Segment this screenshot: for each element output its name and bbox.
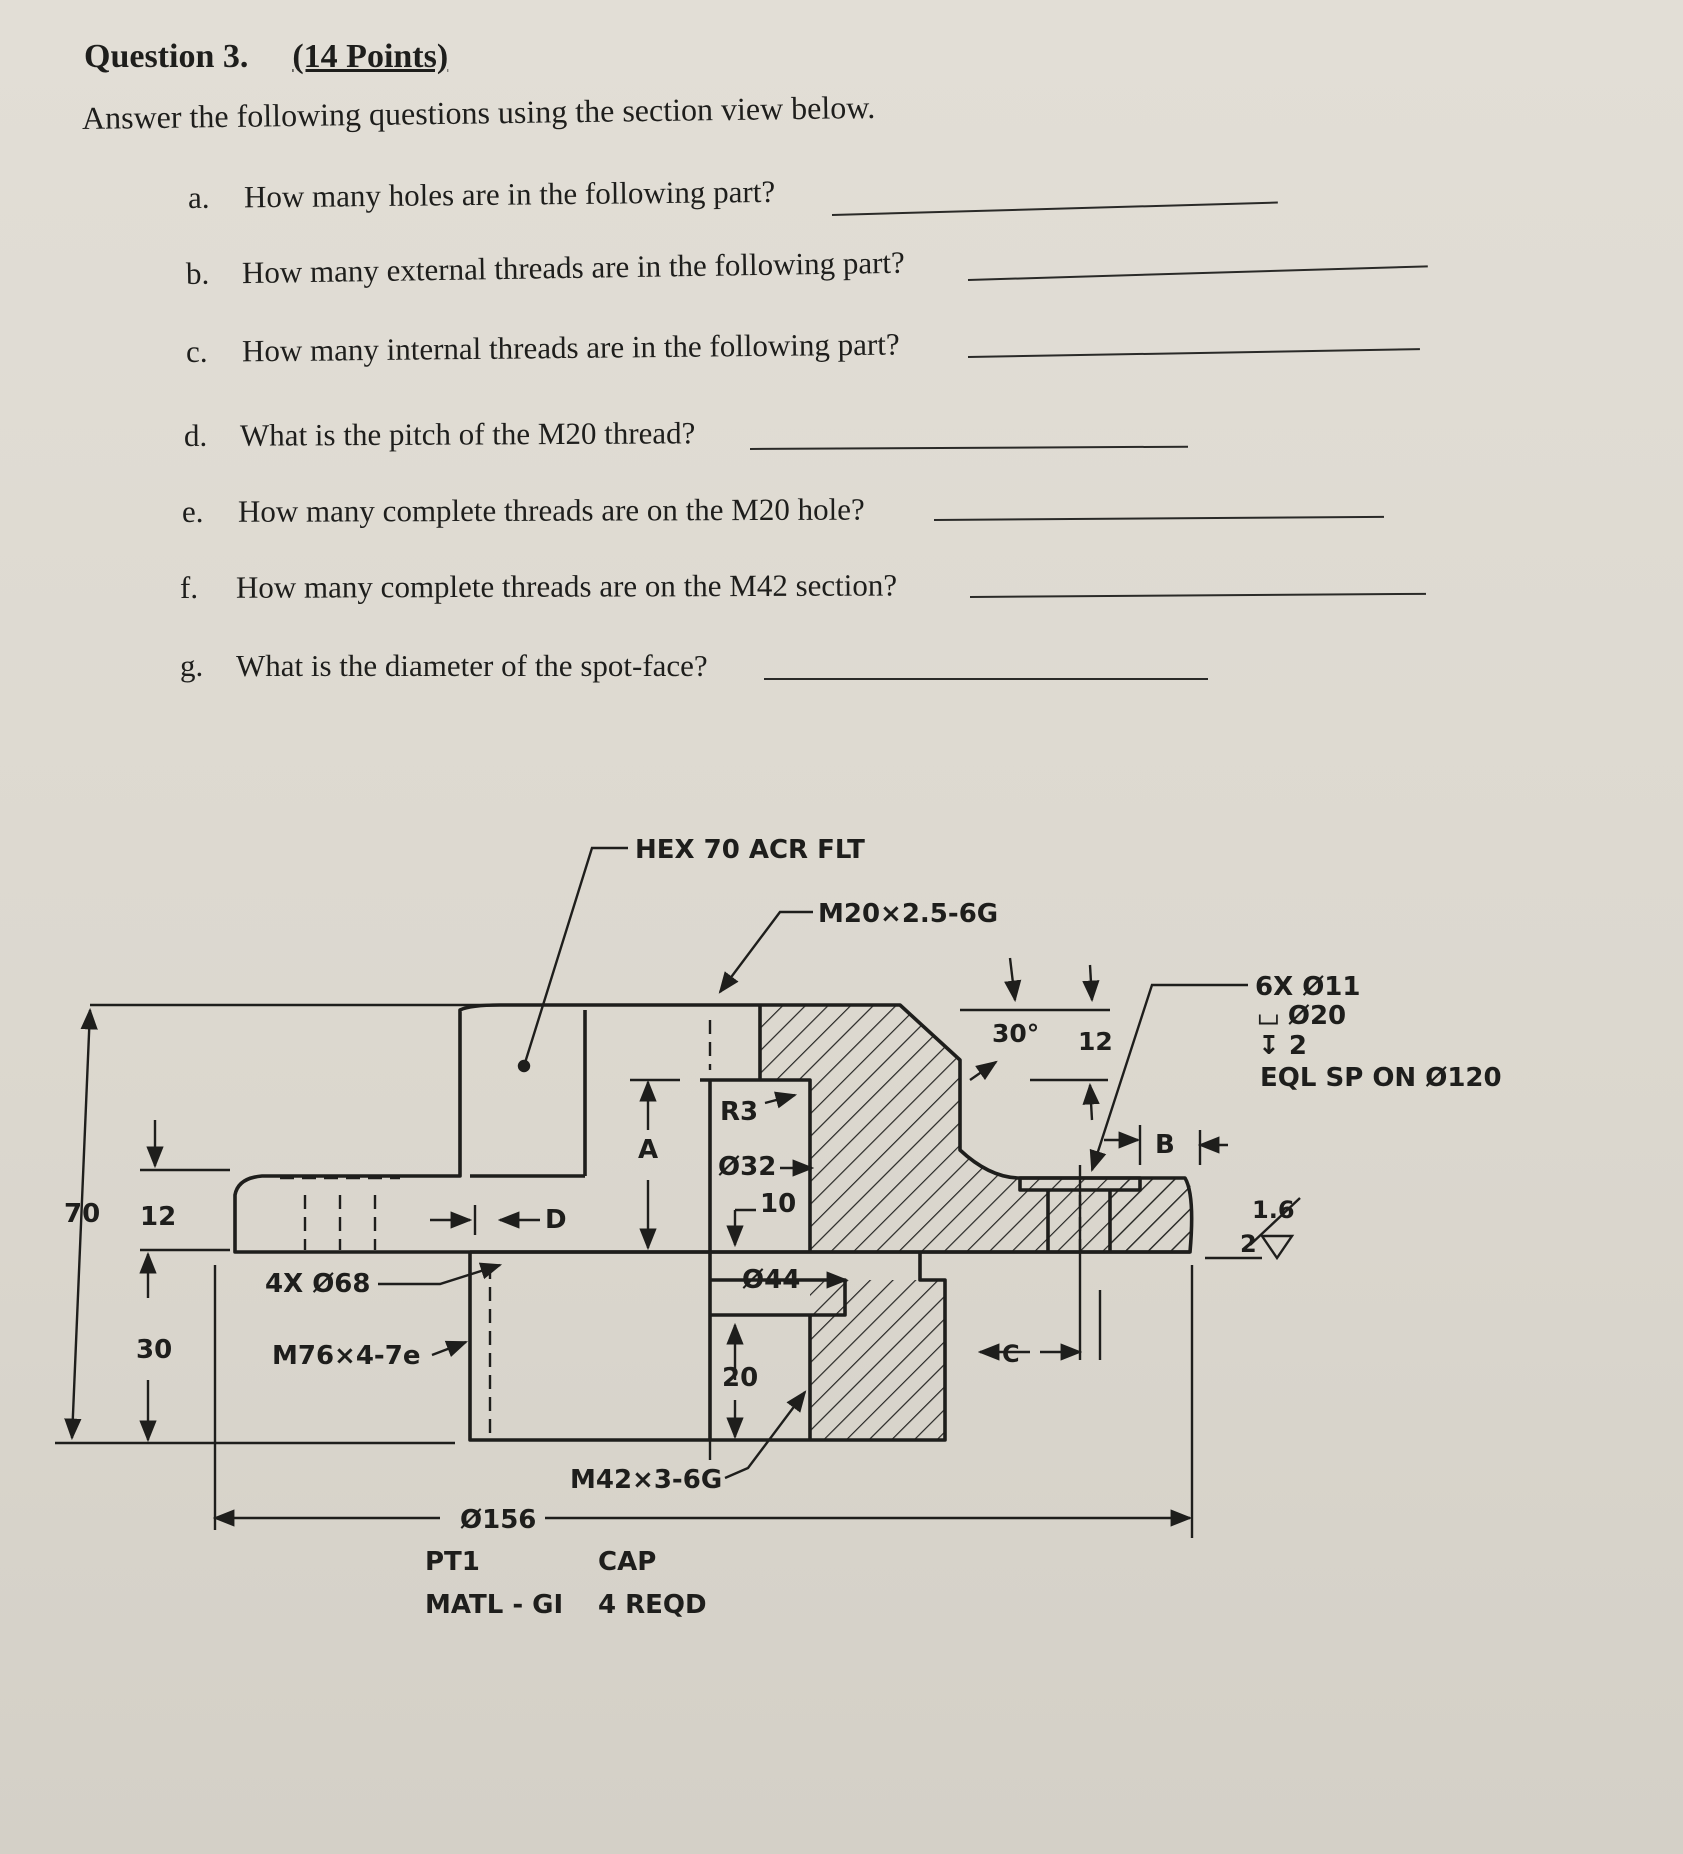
section-hatch-flange xyxy=(1110,1178,1191,1252)
title-quantity: 4 REQD xyxy=(598,1590,707,1620)
answer-line-g[interactable] xyxy=(764,678,1208,680)
question-letter: f. xyxy=(179,569,199,605)
answer-line-c[interactable] xyxy=(967,348,1420,358)
question-e: e. How many complete threads are on the M… xyxy=(182,492,865,530)
question-f: f. How many complete threads are on the M… xyxy=(180,567,897,606)
hole-note-counterbore: ⌴ Ø20 xyxy=(1258,1001,1346,1031)
leader-lines xyxy=(378,846,1301,1480)
section-view-drawing: HEX 70 ACR FLT M20×2.5-6G 6X Ø11 ⌴ Ø20 ↧… xyxy=(55,835,1502,1620)
question-text: How many external threads are in the fol… xyxy=(241,244,906,291)
dim-r3: R3 xyxy=(720,1097,758,1127)
answer-line-f[interactable] xyxy=(969,592,1426,598)
question-heading: Question 3. (14 Points) xyxy=(84,38,448,76)
answer-line-b[interactable] xyxy=(967,265,1428,281)
title-part-name: CAP xyxy=(598,1547,656,1577)
thread-m42: M42×3-6G xyxy=(570,1465,722,1495)
surface-finish-sub: 2 xyxy=(1240,1230,1257,1258)
dim-12-left: 12 xyxy=(140,1202,176,1232)
cap-upper-body xyxy=(233,1003,1194,1254)
question-letter: e. xyxy=(181,493,204,529)
points-label: (14 Points) xyxy=(292,38,449,75)
dim-32: Ø32 xyxy=(718,1152,776,1182)
dim-12-right: 12 xyxy=(1078,1027,1113,1056)
surface-finish-value: 1.6 xyxy=(1252,1196,1295,1224)
question-label: Question 3. xyxy=(84,38,249,75)
answer-line-a[interactable] xyxy=(831,201,1278,216)
hole-note-count: 6X Ø11 xyxy=(1255,972,1360,1002)
hex-note: HEX 70 ACR FLT xyxy=(635,835,865,865)
section-hatch-lower xyxy=(810,1280,945,1440)
question-letter: a. xyxy=(187,179,210,215)
question-text: How many internal threads are in the fol… xyxy=(241,326,900,369)
dim-a: A xyxy=(638,1135,658,1165)
question-letter: c. xyxy=(185,333,208,369)
dim-d: D xyxy=(545,1205,567,1235)
question-letter: b. xyxy=(185,255,210,291)
instructions: Answer the following questions using the… xyxy=(81,88,876,136)
dim-4x-68: 4X Ø68 xyxy=(265,1269,370,1299)
part-outline xyxy=(233,1003,1194,1442)
dim-c: C xyxy=(1002,1340,1020,1368)
hole-note-spacing: EQL SP ON Ø120 xyxy=(1260,1063,1502,1093)
dimension-lines xyxy=(55,957,1262,1538)
hex-flat xyxy=(470,1010,587,1178)
dim-44: Ø44 xyxy=(742,1265,800,1295)
chamfer-angle: 30° xyxy=(992,1019,1039,1048)
question-letter: d. xyxy=(183,417,208,453)
m20-thread-note: M20×2.5-6G xyxy=(818,899,998,929)
answer-line-e[interactable] xyxy=(933,515,1384,521)
question-c: c. How many internal threads are in the f… xyxy=(186,327,900,370)
dim-10: 10 xyxy=(760,1189,796,1219)
counterbore-hole xyxy=(1018,1176,1142,1252)
dim-156: Ø156 xyxy=(460,1505,536,1535)
lower-body xyxy=(468,1252,947,1442)
question-text: How many complete threads are on the M20… xyxy=(237,491,865,529)
dim-70: 70 xyxy=(64,1199,100,1229)
dim-20: 20 xyxy=(722,1363,758,1393)
question-g: g. What is the diameter of the spot-face? xyxy=(180,648,708,684)
answer-line-d[interactable] xyxy=(749,445,1188,450)
question-text: How many holes are in the following part… xyxy=(243,173,776,215)
dim-b: B xyxy=(1155,1130,1175,1160)
question-letter: g. xyxy=(180,648,204,683)
question-b: b. How many external threads are in the f… xyxy=(186,245,905,292)
question-text: What is the diameter of the spot-face? xyxy=(236,648,708,683)
question-a: a. How many holes are in the following pa… xyxy=(188,174,776,216)
title-part-number: PT1 xyxy=(425,1547,480,1577)
bore-step xyxy=(700,1005,812,1252)
dim-30: 30 xyxy=(136,1335,172,1365)
hole-note-depth: ↧ 2 xyxy=(1258,1031,1307,1061)
question-text: How many complete threads are on the M42… xyxy=(235,567,898,605)
title-material: MATL - GI xyxy=(425,1590,563,1620)
question-d: d. What is the pitch of the M20 thread? xyxy=(184,415,696,454)
question-text: What is the pitch of the M20 thread? xyxy=(239,415,696,453)
thread-m76: M76×4-7e xyxy=(272,1341,420,1371)
dimension-text: HEX 70 ACR FLT M20×2.5-6G 6X Ø11 ⌴ Ø20 ↧… xyxy=(64,835,1502,1620)
